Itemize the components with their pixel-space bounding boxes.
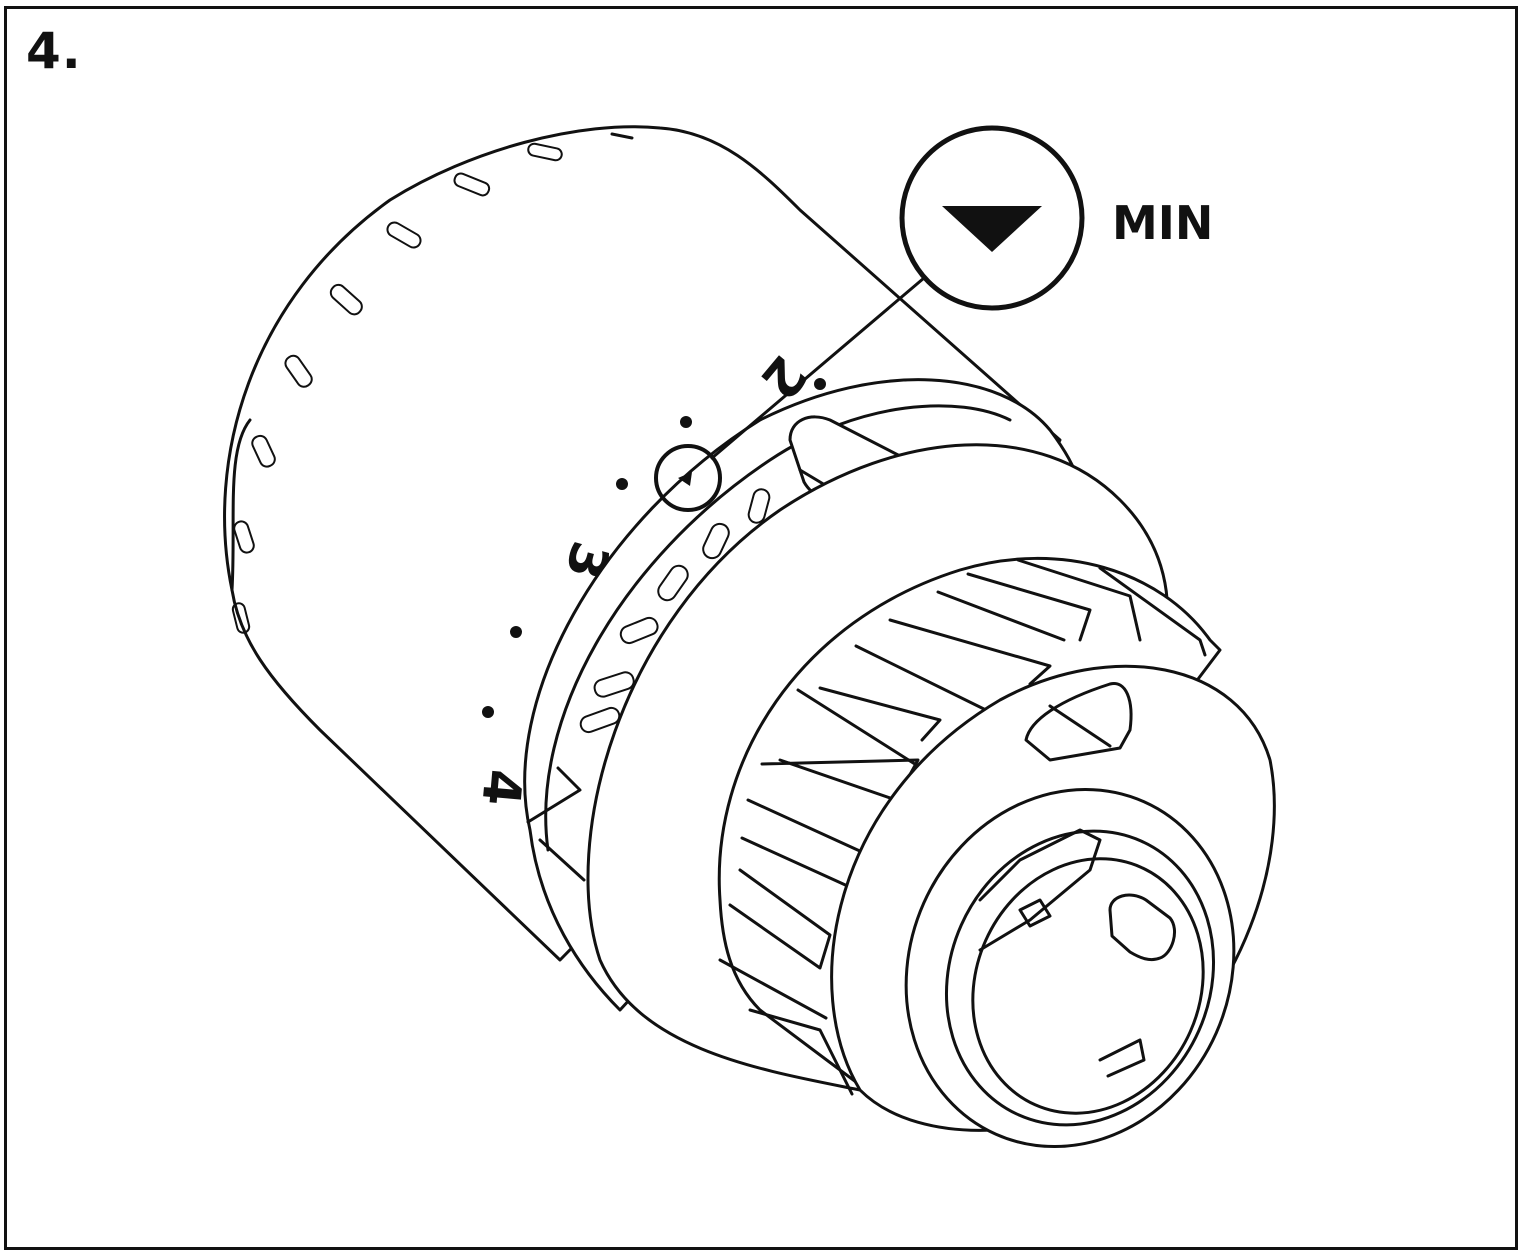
dial-dots bbox=[482, 378, 826, 718]
collar-slots bbox=[579, 488, 771, 734]
min-label: MIN bbox=[1112, 196, 1214, 250]
triangle-down-icon bbox=[942, 206, 1042, 252]
inner-face bbox=[830, 664, 1276, 1149]
diagram-frame bbox=[4, 6, 1518, 1250]
dial-ticks bbox=[231, 132, 634, 634]
min-marker-icon bbox=[678, 472, 692, 486]
step-number: 4. bbox=[26, 22, 82, 80]
min-callout bbox=[654, 125, 1085, 512]
dial-number-4: 4 bbox=[469, 767, 532, 808]
